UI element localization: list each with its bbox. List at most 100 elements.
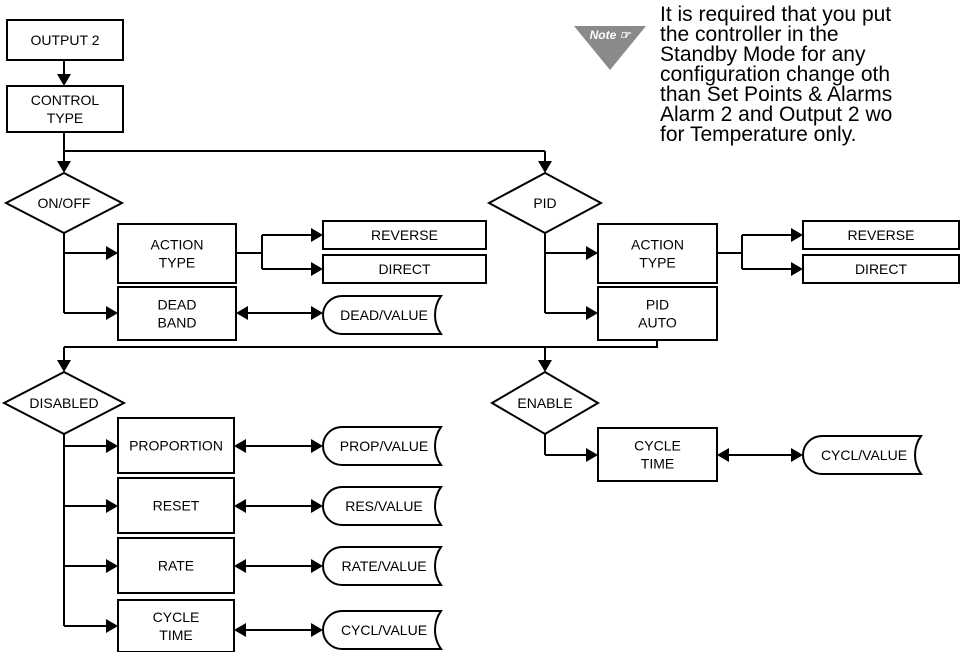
node-label: DISABLED [29, 395, 98, 411]
arrowhead-icon [538, 360, 552, 372]
arrowhead-icon [311, 439, 323, 453]
node-rate: RATE [117, 537, 235, 594]
node-reset: RESET [117, 477, 235, 534]
node-label: ACTION [151, 237, 204, 253]
arrowhead-icon [791, 448, 803, 462]
arrowhead-icon [311, 306, 323, 320]
arrowhead-icon [311, 262, 323, 276]
arrowhead-icon [106, 439, 118, 453]
note-line: Standby Mode for any [660, 43, 866, 66]
node-label: RATE/VALUE [341, 558, 426, 574]
node-label: AUTO [638, 315, 677, 331]
node-label: CYCLE [634, 438, 681, 454]
arrowhead-icon [234, 499, 246, 513]
node-cycl-value-left: CYCL/VALUE [322, 610, 443, 650]
node-res-value: RES/VALUE [322, 486, 443, 526]
node-label: OUTPUT 2 [31, 32, 100, 48]
node-box [802, 254, 960, 284]
node-label: ACTION [631, 237, 684, 253]
value-display [802, 435, 923, 475]
connector-lines [57, 60, 803, 637]
node-box [597, 223, 718, 284]
arrowhead-icon [538, 161, 552, 173]
node-label: PID [533, 195, 556, 211]
node-box [322, 220, 487, 250]
connector-line [717, 235, 743, 269]
node-box [117, 477, 235, 534]
node-box [117, 417, 235, 474]
node-label: CYCLE [153, 609, 200, 625]
node-label: TYPE [47, 110, 84, 126]
node-box [6, 85, 124, 133]
note-line: It is required that you put [660, 3, 891, 26]
connector-line [64, 340, 658, 348]
node-onoff: ON/OFF [3, 171, 125, 235]
node-onoff-reverse: REVERSE [322, 220, 487, 250]
arrowhead-icon [106, 246, 118, 260]
node-label: CYCL/VALUE [821, 447, 907, 463]
arrowhead-icon [311, 559, 323, 573]
arrowhead-icon [106, 619, 118, 633]
arrowhead-icon [57, 74, 71, 86]
node-label: DEAD/VALUE [340, 307, 428, 323]
node-box [117, 286, 237, 341]
node-label: PID [646, 297, 669, 313]
node-label: CYCL/VALUE [341, 622, 427, 638]
node-label: BAND [158, 315, 197, 331]
node-disabled: DISABLED [1, 370, 127, 436]
note-line: configuration change oth [660, 63, 890, 86]
node-label: DIRECT [378, 261, 431, 277]
node-box [117, 599, 235, 652]
node-pid: PID [486, 171, 604, 235]
node-label: CONTROL [31, 92, 100, 108]
node-label: RATE [158, 558, 194, 574]
arrowhead-icon [106, 559, 118, 573]
node-label: ON/OFF [38, 195, 91, 211]
value-display [322, 546, 443, 586]
node-box [117, 537, 235, 594]
node-box [322, 254, 487, 284]
arrowhead-icon [311, 228, 323, 242]
node-label: REVERSE [371, 227, 438, 243]
node-box [802, 220, 960, 250]
value-display [322, 426, 443, 466]
value-display [322, 295, 443, 335]
node-label: DEAD [158, 297, 197, 313]
arrowhead-icon [106, 306, 118, 320]
arrowhead-icon [311, 499, 323, 513]
note-line: for Temperature only. [660, 123, 857, 146]
decision-diamond [1, 370, 127, 436]
arrowhead-icon [236, 306, 248, 320]
node-box [597, 286, 718, 341]
arrowhead-icon [106, 499, 118, 513]
node-label: PROPORTION [129, 438, 223, 454]
arrowhead-icon [717, 448, 729, 462]
node-label: PROP/VALUE [340, 438, 428, 454]
decision-diamond [490, 370, 600, 436]
note-badge-label: Note ☞ [590, 28, 632, 42]
node-box [597, 427, 718, 482]
arrowhead-icon [586, 448, 598, 462]
node-control-type: CONTROL TYPE [6, 85, 124, 133]
arrowhead-icon [791, 262, 803, 276]
arrowhead-icon [234, 559, 246, 573]
node-pid-action: ACTION TYPE [597, 223, 718, 284]
node-pid-auto: PID AUTO [597, 286, 718, 341]
node-proportion: PROPORTION [117, 417, 235, 474]
arrowhead-icon [57, 161, 71, 173]
value-display [322, 610, 443, 650]
node-prop-value: PROP/VALUE [322, 426, 443, 466]
node-dead-value: DEAD/VALUE [322, 295, 443, 335]
node-enable: ENABLE [490, 370, 600, 436]
value-display [322, 486, 443, 526]
node-label: TYPE [639, 255, 676, 271]
node-dead-band: DEAD BAND [117, 286, 237, 341]
node-rate-value: RATE/VALUE [322, 546, 443, 586]
node-label: RESET [153, 498, 200, 514]
connector-line [63, 132, 545, 152]
